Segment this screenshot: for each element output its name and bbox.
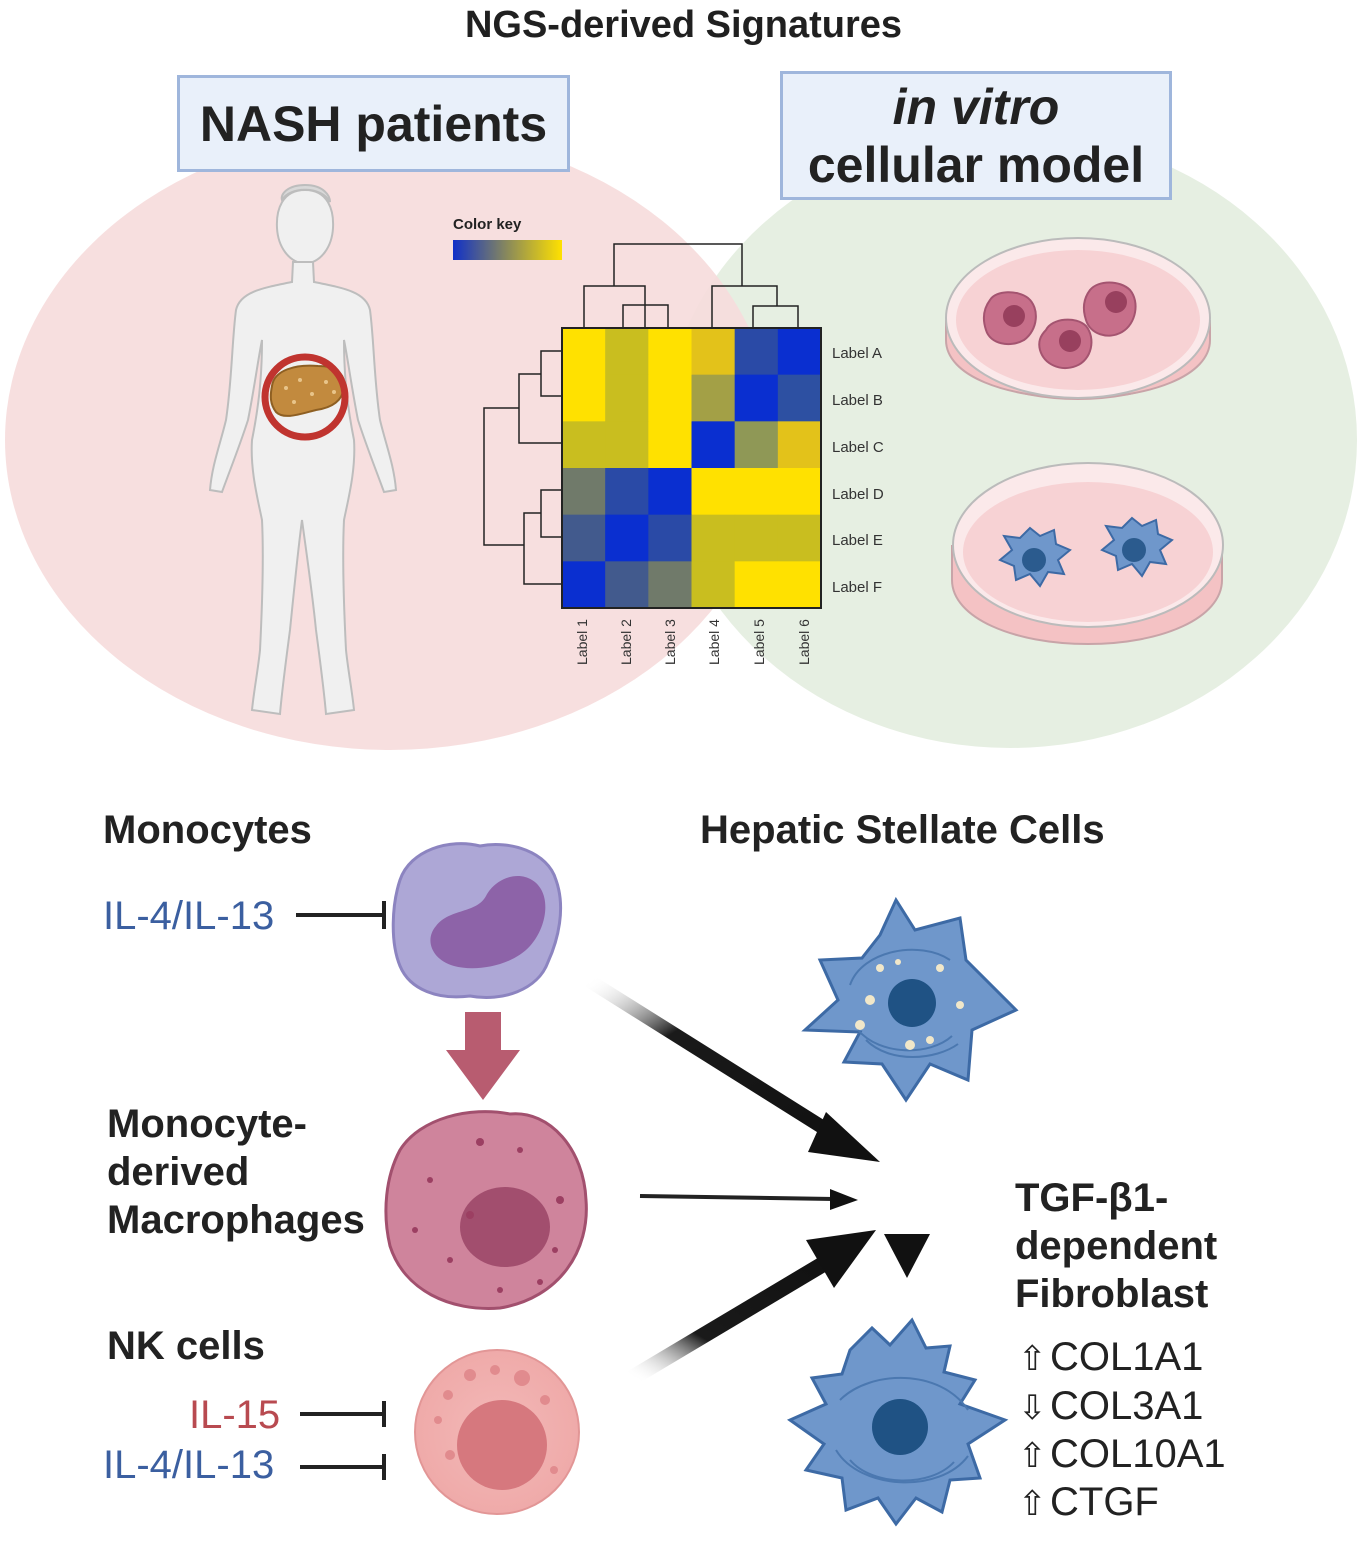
heatmap-cell <box>648 328 692 376</box>
heatmap-cell <box>562 514 606 562</box>
cellular-model-label: cellular model <box>807 137 1145 193</box>
heatmap-cell <box>605 374 649 422</box>
up-arrow-icon: ⇧ <box>1018 1340 1047 1378</box>
heatmap-cell <box>648 421 692 469</box>
in-vitro-label: in vitro <box>892 79 1060 135</box>
monocytes-label: Monocytes <box>103 808 312 852</box>
heatmap-cell <box>734 514 779 562</box>
row-label: Label A <box>832 345 883 362</box>
nk-inhibitor-label: IL-4/IL-13 <box>103 1443 275 1487</box>
heatmap-cell <box>734 374 779 422</box>
fibroblast-label-line2: dependent <box>1015 1224 1218 1268</box>
macrophage-to-fibroblast-arrow <box>639 1194 835 1201</box>
gene-item: ⇧COL10A1 <box>1018 1432 1226 1477</box>
column-label: Label 3 <box>662 619 678 665</box>
heatmap-cell <box>691 328 736 376</box>
fibroblast-label-line3: Fibroblast <box>1015 1272 1209 1316</box>
gene-name: COL10A1 <box>1050 1432 1226 1476</box>
heatmap-cell <box>777 514 822 562</box>
gene-item: ⇧CTGF <box>1018 1480 1159 1525</box>
row-label: Label C <box>832 439 884 456</box>
monocyte-icon <box>391 842 563 999</box>
gene-name: COL1A1 <box>1050 1335 1204 1379</box>
gene-item: ⇧COL1A1 <box>1018 1335 1203 1380</box>
heatmap-cell <box>648 374 692 422</box>
heatmap-cell <box>691 514 736 562</box>
column-label: Label 1 <box>574 619 590 665</box>
monocyte-to-fibroblast-arrow <box>584 974 834 1138</box>
heatmap-cell <box>691 421 736 469</box>
heatmap-cell <box>648 468 692 516</box>
macrophage-icon <box>384 1110 588 1310</box>
heatmap-cell <box>605 421 649 469</box>
heatmap-cell <box>562 328 606 376</box>
row-label: Label F <box>832 579 883 596</box>
heatmap-cell <box>648 561 692 609</box>
macrophages-label-line1: Monocyte- <box>107 1102 307 1146</box>
up-arrow-icon: ⇧ <box>1018 1437 1047 1475</box>
in-vitro-model-box: in vitro cellular model <box>780 71 1172 200</box>
heatmap-cell <box>777 468 822 516</box>
heatmap-grid <box>562 328 822 609</box>
heatmap-cell <box>691 374 736 422</box>
column-dendrogram <box>583 243 799 328</box>
row-label: Label D <box>832 486 884 503</box>
stellate-cell-icon <box>801 896 1019 1103</box>
nk-cell-icon <box>414 1349 580 1515</box>
color-key-bar <box>453 240 562 260</box>
heatmap-cell <box>562 468 606 516</box>
nk-cells-label: NK cells <box>107 1324 265 1368</box>
heatmap-cell <box>777 374 822 422</box>
heatmap-cell <box>562 421 606 469</box>
heatmap-cell <box>605 468 649 516</box>
macrophages-label-line2: derived <box>107 1150 250 1194</box>
fibroblast-icon <box>786 1317 1009 1527</box>
heatmap-cell <box>777 421 822 469</box>
column-label: Label 6 <box>796 619 812 665</box>
heatmap-cell <box>734 561 779 609</box>
heatmap-cell <box>605 328 649 376</box>
heatmap-cell <box>734 328 779 376</box>
differentiation-arrow <box>446 1012 520 1100</box>
heatmap-cell <box>605 561 649 609</box>
monocyte-inhibitor-label: IL-4/IL-13 <box>103 894 275 938</box>
row-label: Label E <box>832 532 883 549</box>
nash-patients-box: NASH patients <box>177 75 570 172</box>
down-arrow-icon: ⇩ <box>1018 1389 1047 1427</box>
heatmap-cell <box>734 421 779 469</box>
hsc-label: Hepatic Stellate Cells <box>700 808 1105 852</box>
row-dendrogram <box>483 350 562 585</box>
gene-name: COL3A1 <box>1050 1384 1204 1428</box>
column-label: Label 5 <box>751 619 767 665</box>
column-label: Label 4 <box>706 619 722 665</box>
macrophages-label-line3: Macrophages <box>107 1198 365 1242</box>
petri-dish-icon <box>951 462 1224 646</box>
heatmap-cell <box>777 561 822 609</box>
row-label: Label B <box>832 392 883 409</box>
heatmap-cell <box>648 514 692 562</box>
up-arrow-icon: ⇧ <box>1018 1485 1047 1523</box>
petri-dish-icon <box>945 237 1211 400</box>
heatmap-cell <box>605 514 649 562</box>
heatmap-cell <box>562 374 606 422</box>
liver-icon <box>261 353 349 441</box>
nk-to-fibroblast-arrow <box>627 1253 835 1385</box>
heatmap-cell <box>777 328 822 376</box>
figure-title: NGS-derived Signatures <box>464 4 903 46</box>
color-key-label: Color key <box>453 216 522 233</box>
fibroblast-label-line1: TGF-β1- <box>1015 1176 1169 1220</box>
gene-item: ⇩COL3A1 <box>1018 1384 1203 1429</box>
column-label: Label 2 <box>618 619 634 665</box>
gene-name: CTGF <box>1050 1480 1159 1524</box>
heatmap-cell <box>691 468 736 516</box>
heatmap-cell <box>734 468 779 516</box>
heatmap-cell <box>562 561 606 609</box>
il15-label: IL-15 <box>189 1393 281 1437</box>
human-body-icon <box>208 183 398 716</box>
heatmap-cell <box>691 561 736 609</box>
